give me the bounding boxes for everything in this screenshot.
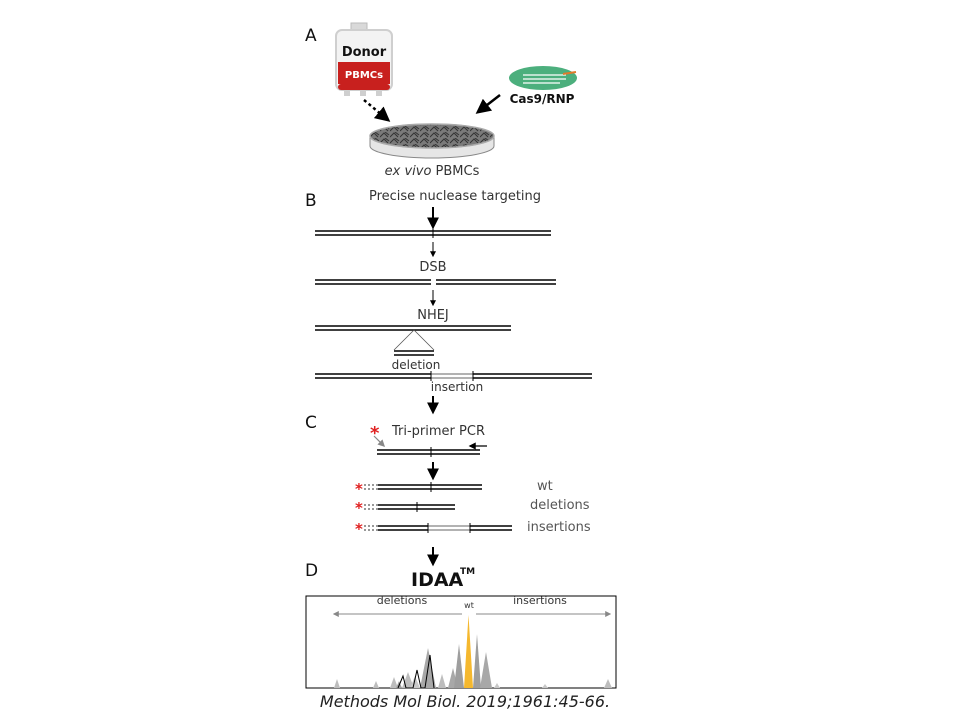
- electropherogram-peaks: [334, 615, 612, 689]
- trace-insertions-label: insertions: [513, 594, 567, 607]
- deletions-amplicon-label: deletions: [530, 498, 590, 513]
- dsb-dna: [315, 279, 556, 285]
- bag-donor-label: Donor: [342, 45, 387, 60]
- bag-to-dish-arrow: [363, 99, 391, 122]
- panel-b: B Precise nuclease targeting DSB NHEJ: [305, 189, 592, 415]
- dsb-label: DSB: [419, 260, 446, 275]
- dish-label: ex vivo PBMCs: [385, 164, 480, 179]
- rnp-to-dish-arrow: [475, 94, 501, 114]
- dish-label-italic: ex vivo: [385, 164, 432, 179]
- idaa-trademark: TM: [460, 567, 475, 577]
- donor-blood-bag: Donor PBMCs: [335, 22, 393, 96]
- cas9-rnp-label: Cas9/RNP: [510, 92, 575, 106]
- deletion-amplicon: *: [355, 499, 455, 517]
- panel-c-title: Tri-primer PCR: [391, 424, 485, 439]
- wt-star: *: [355, 480, 363, 498]
- panel-c: C * Tri-primer PCR * wt *: [305, 413, 591, 567]
- insertion-star: *: [355, 520, 363, 538]
- deletion-dna: [315, 325, 511, 356]
- labeled-primer-arrow: [373, 435, 386, 448]
- bag-pbmcs-label: PBMCs: [345, 70, 383, 81]
- trace-wt-label: wt: [464, 601, 474, 610]
- trace-deletions-label: deletions: [377, 594, 428, 607]
- cas9-rnp-icon: [509, 66, 577, 90]
- wt-amplicon: *: [355, 480, 482, 498]
- intact-dna: [315, 228, 551, 238]
- pcr-template-dna: [377, 447, 480, 457]
- panel-d-letter: D: [305, 561, 318, 581]
- wt-amplicon-label: wt: [537, 479, 553, 494]
- idaa-title: IDAA: [411, 569, 464, 591]
- dish-label-rest: PBMCs: [431, 164, 479, 179]
- nhej-label: NHEJ: [417, 308, 449, 323]
- panel-c-letter: C: [305, 413, 317, 433]
- insertion-amplicon: *: [355, 520, 512, 538]
- insertions-amplicon-label: insertions: [527, 520, 591, 535]
- deletion-label: deletion: [392, 358, 441, 372]
- panel-b-letter: B: [305, 191, 317, 211]
- petri-dish-icon: [369, 123, 495, 159]
- panel-b-title: Precise nuclease targeting: [369, 189, 541, 204]
- insertion-dna: [315, 371, 592, 381]
- panel-a: A Donor PBMCs Cas9/RNP ex: [305, 22, 577, 179]
- citation: Methods Mol Biol. 2019;1961:45-66.: [319, 692, 611, 711]
- insertion-label: insertion: [431, 380, 484, 394]
- panel-a-letter: A: [305, 26, 317, 46]
- panel-d: D IDAA TM deletions wt insertions: [305, 561, 617, 689]
- fluorophore-star: *: [370, 423, 380, 444]
- deletion-star: *: [355, 499, 363, 517]
